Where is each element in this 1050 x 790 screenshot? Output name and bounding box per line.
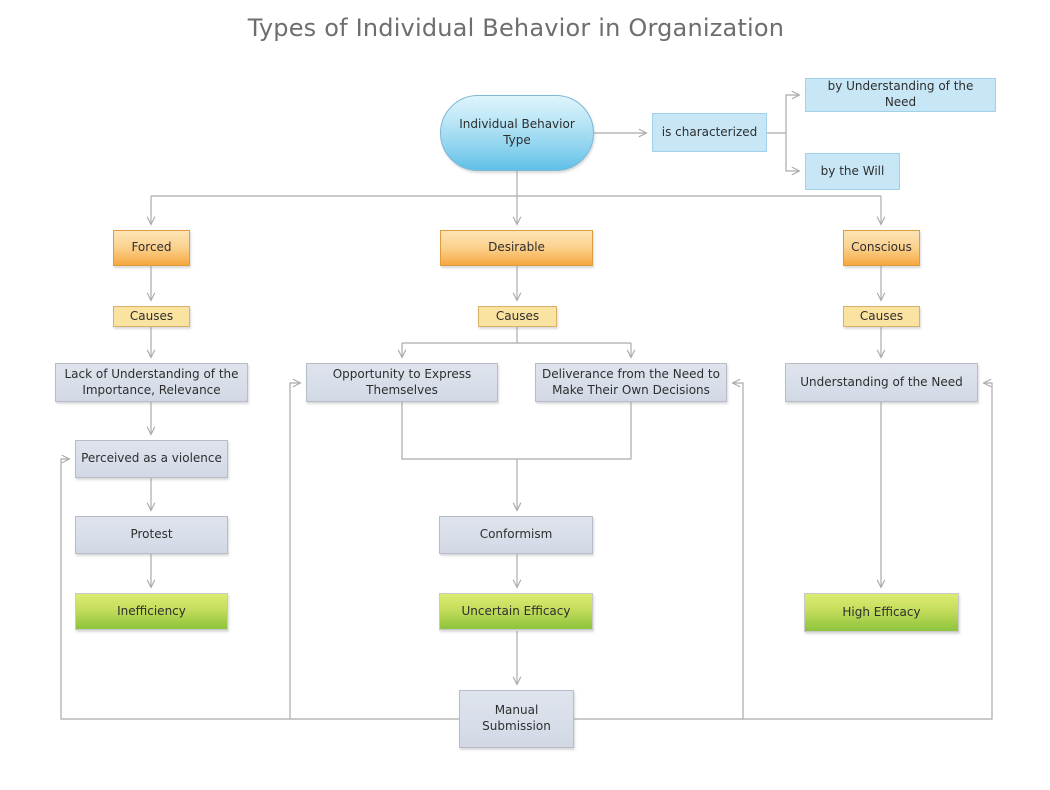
node-conformism-label: Conformism (479, 527, 553, 542)
edge-manual-to-perceived (60, 459, 459, 720)
node-opportunity-to-express: Opportunity to Express Themselves (306, 363, 498, 402)
node-causes-forced-label: Causes (129, 308, 174, 323)
node-deliverance-label: Deliverance from the Need to Make Their … (542, 366, 720, 397)
node-causes-desirable: Causes (478, 306, 557, 327)
node-manual-submission: Manual Submission (459, 690, 574, 748)
node-causes-desirable-label: Causes (495, 308, 540, 323)
node-causes-forced: Causes (113, 306, 190, 327)
node-is-characterized-label: is characterized (661, 124, 758, 139)
node-deliverance-from-need: Deliverance from the Need to Make Their … (535, 363, 727, 402)
node-individual-behavior-type-label: Individual Behavior Type (459, 117, 575, 147)
node-perceived-label: Perceived as a violence (81, 451, 222, 466)
node-individual-behavior-type: Individual Behavior Type (440, 95, 594, 171)
node-by-the-will: by the Will (805, 153, 900, 190)
node-inefficiency-label: Inefficiency (117, 603, 186, 618)
edge-behavior-type-to-categories (151, 171, 881, 224)
node-by-understanding-label: by Understanding of the Need (827, 79, 974, 109)
node-high-efficacy: High Efficacy (804, 593, 959, 632)
edge-manual-to-understanding (574, 383, 993, 720)
node-uncertain-efficacy: Uncertain Efficacy (439, 593, 593, 630)
node-opportunity-label: Opportunity to Express Themselves (332, 366, 472, 397)
node-lack-of-understanding: Lack of Understanding of the Importance,… (55, 363, 248, 402)
edge-causes-to-opportunity-and-deliverance (402, 327, 631, 357)
node-inefficiency: Inefficiency (75, 593, 228, 630)
node-conformism: Conformism (439, 516, 593, 554)
edge-manual-to-opportunity (289, 383, 300, 719)
node-uncertain-label: Uncertain Efficacy (461, 603, 571, 618)
node-forced: Forced (113, 230, 190, 266)
node-perceived-as-violence: Perceived as a violence (75, 440, 228, 478)
edge-is-characterized-branches (767, 95, 799, 171)
node-lack-of-understanding-label: Lack of Understanding of the Importance,… (64, 366, 239, 397)
node-high-label: High Efficacy (842, 604, 921, 619)
node-by-the-will-label: by the Will (820, 163, 885, 178)
node-understanding-of-the-need: Understanding of the Need (785, 363, 978, 402)
node-protest-label: Protest (130, 527, 173, 542)
node-desirable-label: Desirable (488, 240, 545, 255)
node-understanding-label: Understanding of the Need (800, 374, 963, 389)
edge-manual-to-deliverance (733, 383, 744, 719)
node-forced-label: Forced (131, 240, 172, 255)
node-causes-conscious-label: Causes (859, 308, 904, 323)
node-causes-conscious: Causes (843, 306, 920, 327)
edge-opportunity-deliverance-to-conformism (401, 402, 632, 510)
node-by-understanding-of-the-need: by Understanding of the Need (805, 78, 996, 112)
node-desirable: Desirable (440, 230, 593, 266)
node-conscious: Conscious (843, 230, 920, 266)
node-is-characterized: is characterized (652, 113, 767, 152)
node-manual-label: Manual Submission (482, 703, 551, 733)
node-conscious-label: Conscious (851, 240, 912, 255)
node-protest: Protest (75, 516, 228, 554)
diagram-title: Types of Individual Behavior in Organiza… (247, 14, 785, 42)
